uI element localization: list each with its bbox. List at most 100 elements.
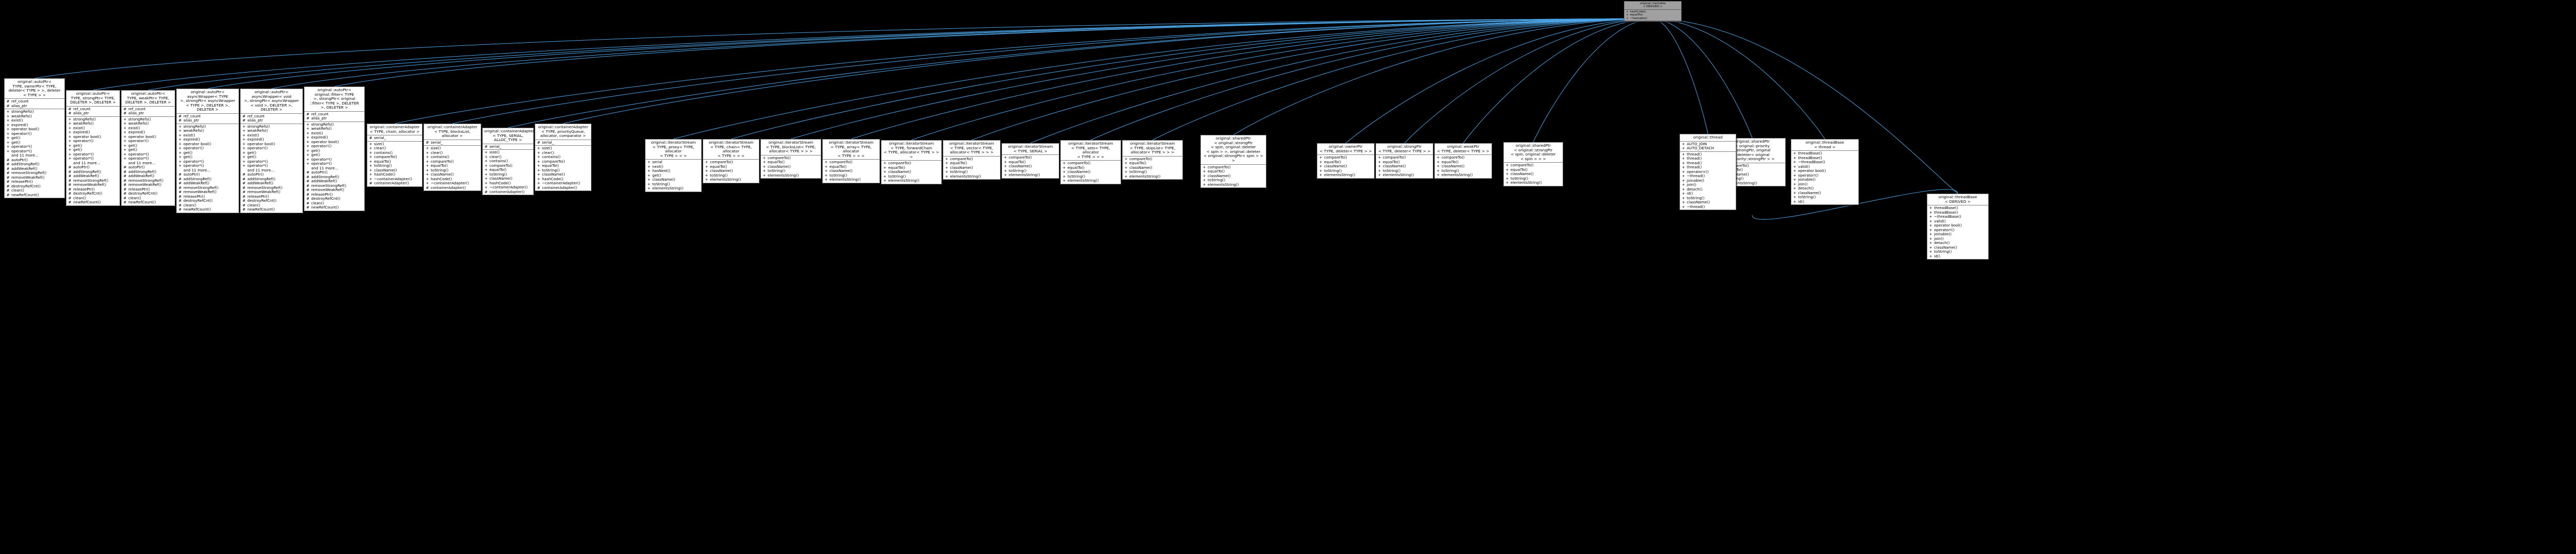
- class-method-row[interactable]: #newRefCount(): [122, 200, 175, 205]
- class-method-row[interactable]: +strongRefs(): [66, 117, 120, 122]
- class-method-row[interactable]: +join(): [1680, 183, 1736, 187]
- class-method-row[interactable]: +className(): [1504, 172, 1563, 177]
- class-method-row[interactable]: +elementsString(): [882, 179, 941, 183]
- class-attribute-row[interactable]: #alias_ptr: [304, 116, 364, 121]
- class-method-row[interactable]: +get(): [646, 173, 701, 178]
- class-method-row[interactable]: +detach(): [1791, 186, 1858, 191]
- class-method-row[interactable]: +operator*(): [177, 164, 239, 168]
- class-attribute-row[interactable]: #ref_count: [66, 107, 120, 112]
- class-method-row[interactable]: +compareTo(): [1002, 155, 1059, 160]
- class-method-row[interactable]: +operator bool(): [66, 134, 120, 140]
- class-node-15[interactable]: original::iteratorStream < TYPE, vector<…: [943, 140, 1001, 180]
- class-method-row[interactable]: +compareTo(): [943, 157, 1000, 162]
- class-method-row[interactable]: +operator*(): [66, 157, 120, 161]
- class-method-row[interactable]: +compareTo(): [823, 160, 879, 165]
- class-method-row[interactable]: #destroyRefCnt(): [5, 184, 64, 189]
- class-method-row[interactable]: +size(): [535, 146, 591, 151]
- class-method-row[interactable]: +compareTo(): [761, 155, 821, 161]
- class-method-row[interactable]: +elementsString(): [761, 173, 821, 178]
- class-method-row[interactable]: #containerAdapter(): [535, 185, 591, 191]
- class-method-row[interactable]: #clean(): [241, 203, 302, 208]
- class-method-row[interactable]: #addWeakRef(): [122, 174, 175, 179]
- class-node-0[interactable]: original::autoPtr< TYPE, ownerPtr< TYPE,…: [4, 78, 65, 199]
- class-method-row[interactable]: +operator bool(): [177, 142, 239, 147]
- class-attribute-row[interactable]: #serial_: [483, 144, 533, 149]
- class-method-row[interactable]: +threadBase(): [1927, 206, 1988, 211]
- class-method-row[interactable]: +operator*(): [241, 164, 302, 168]
- class-method-row[interactable]: +equalTo(): [1002, 160, 1059, 165]
- class-attribute-row[interactable]: #alias_ptr: [241, 118, 302, 123]
- class-method-row[interactable]: +join(): [1927, 236, 1988, 241]
- class-method-row[interactable]: +equalTo(): [1123, 161, 1182, 166]
- class-method-row[interactable]: +compareTo(): [703, 160, 759, 165]
- class-method-row[interactable]: #removeStrongRef(): [122, 178, 175, 183]
- class-method-row[interactable]: +className(): [1317, 164, 1374, 169]
- class-method-row[interactable]: +elementsString(): [1376, 173, 1433, 178]
- class-method-row[interactable]: and 11 more...: [304, 166, 364, 171]
- class-method-row[interactable]: +className(): [424, 172, 481, 177]
- class-attribute-row[interactable]: #ref_count: [177, 114, 239, 119]
- class-method-row[interactable]: #destroyRefCnt(): [241, 199, 302, 203]
- class-method-row[interactable]: +equalTo(): [1201, 169, 1266, 174]
- class-method-row[interactable]: +~containerAdapter(): [367, 177, 422, 182]
- class-method-row[interactable]: +equalTo(): [1624, 13, 1681, 16]
- class-method-row[interactable]: +expired(): [304, 135, 364, 140]
- class-method-row[interactable]: #releasePtr(): [177, 194, 239, 199]
- class-method-row[interactable]: #releasePtr(): [5, 180, 64, 184]
- class-method-row[interactable]: +operator=(): [1680, 169, 1736, 175]
- class-node-5[interactable]: original::autoPtr< original::filter< TYP…: [304, 86, 365, 211]
- class-method-row[interactable]: +operator!(): [1927, 228, 1988, 233]
- class-method-row[interactable]: +operator*(): [304, 157, 364, 162]
- class-method-row[interactable]: +get(): [5, 140, 64, 145]
- class-method-row[interactable]: +equalTo(): [535, 164, 591, 168]
- class-method-row[interactable]: +threadBase(): [1791, 155, 1858, 161]
- class-method-row[interactable]: +get(): [241, 150, 302, 155]
- class-method-row[interactable]: +equalTo(): [1061, 165, 1121, 170]
- class-method-row[interactable]: +elementsString(): [1123, 174, 1182, 179]
- class-method-row[interactable]: +operator*(): [122, 152, 175, 157]
- class-method-row[interactable]: +toString(): [823, 173, 879, 178]
- class-method-row[interactable]: +get(): [304, 153, 364, 158]
- class-method-row[interactable]: +get(): [122, 148, 175, 152]
- class-method-row[interactable]: +className(): [703, 169, 759, 174]
- class-method-row[interactable]: #addStrongRef(): [177, 177, 239, 182]
- class-node-8[interactable]: original::containerAdapter < TYPE, SERIA…: [482, 128, 534, 196]
- class-method-row[interactable]: +operator*(): [304, 162, 364, 166]
- class-method-row[interactable]: +weakRefs(): [66, 122, 120, 126]
- class-method-row[interactable]: +detach(): [1680, 187, 1736, 192]
- class-method-row[interactable]: +id(): [1927, 254, 1988, 259]
- class-method-row[interactable]: +toString(): [1376, 168, 1433, 174]
- class-node-3[interactable]: original::autoPtr< asyncWrapper< TYPE >,…: [176, 89, 239, 213]
- class-method-row[interactable]: +className(): [483, 177, 533, 181]
- class-method-row[interactable]: +exist(): [241, 133, 302, 138]
- class-method-row[interactable]: +get(): [5, 136, 64, 141]
- class-method-row[interactable]: +size(): [367, 142, 422, 147]
- class-method-row[interactable]: #removeStrongRef(): [5, 171, 64, 176]
- class-method-row[interactable]: +className(): [943, 165, 1000, 170]
- class-attribute-row[interactable]: +AUTO_JOIN: [1680, 142, 1736, 147]
- class-node-4[interactable]: original::autoPtr< asyncWrapper< void >,…: [240, 89, 303, 213]
- class-method-row[interactable]: #newRefCount(): [177, 207, 239, 212]
- class-method-row[interactable]: #clean(): [177, 203, 239, 208]
- class-method-row[interactable]: +toString(): [1435, 168, 1492, 174]
- class-method-row[interactable]: +expired(): [5, 123, 64, 128]
- class-attribute-row[interactable]: #ref_count: [304, 112, 364, 117]
- class-method-row[interactable]: +elementsString(): [1435, 173, 1492, 178]
- class-method-row[interactable]: +operator!(): [304, 144, 364, 149]
- class-method-row[interactable]: +operator*(): [5, 149, 64, 154]
- class-method-row[interactable]: +elementsString(): [1201, 182, 1266, 187]
- class-method-row[interactable]: +elementsString(): [1002, 173, 1059, 178]
- class-node-12[interactable]: original::iteratorStream < TYPE, blocksL…: [760, 139, 821, 179]
- class-method-row[interactable]: +strongRefs(): [241, 124, 302, 129]
- class-method-row[interactable]: #addStrongRef(): [66, 169, 120, 175]
- class-method-row[interactable]: +expired(): [66, 130, 120, 135]
- class-method-row[interactable]: +toString(): [703, 173, 759, 178]
- class-method-row[interactable]: +toString(): [882, 174, 941, 179]
- class-method-row[interactable]: #containerAdapter(): [483, 189, 533, 195]
- class-method-row[interactable]: +toString(): [761, 169, 821, 174]
- class-method-row[interactable]: +elementsString(): [1504, 181, 1563, 185]
- class-attribute-row[interactable]: +AUTO_DETACH: [1680, 146, 1736, 151]
- class-method-row[interactable]: #addWeakRef(): [66, 174, 120, 179]
- class-method-row[interactable]: +weakRefs(): [5, 114, 64, 119]
- class-method-row[interactable]: +operator!(): [1791, 173, 1858, 178]
